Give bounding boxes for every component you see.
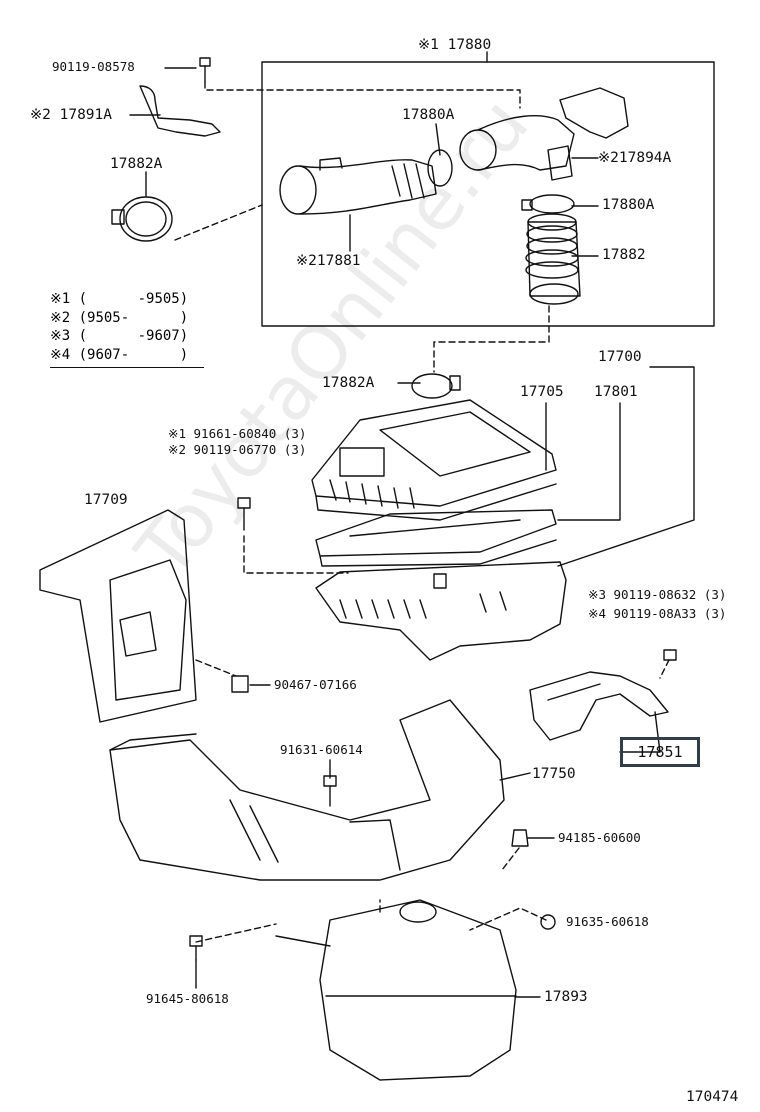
clamp-17880A-right [521, 194, 575, 214]
bolt-90119-08632 [663, 649, 677, 661]
bracket-17891A [139, 85, 221, 137]
legend-row: ※2 (9505- ) [50, 309, 189, 326]
label-91635-60618: 91635-60618 [566, 914, 649, 929]
air-cleaner-case-17700 [315, 561, 567, 661]
hose-17882 [525, 213, 581, 305]
label-17709: 17709 [84, 492, 128, 508]
bolt-91631 [323, 775, 337, 807]
tube-17894A [459, 87, 629, 181]
clamp-17882A-left [119, 196, 173, 242]
bolt-91645 [189, 935, 203, 961]
duct-17709 [39, 509, 197, 723]
label-17882: 17882 [602, 247, 646, 263]
resonator-17893 [275, 899, 517, 1081]
label-90119-06770: ※2 90119-06770 (3) [168, 442, 307, 457]
label-91645-80618: 91645-80618 [146, 991, 229, 1006]
label-17750: 17750 [532, 766, 576, 782]
nut-91635-60618 [540, 914, 556, 930]
bolt-90119-08578 [199, 57, 211, 83]
label-17893: 17893 [544, 989, 588, 1005]
label-94185-60600: 94185-60600 [558, 830, 641, 845]
highlighted-part-17851[interactable]: 17851 [620, 737, 700, 767]
clamp-17880A-top [427, 149, 453, 187]
label-90119-08632: ※3 90119-08632 (3) [588, 587, 727, 602]
label-17882A-top: 17882A [110, 156, 163, 172]
label-17881: ※217881 [296, 253, 361, 269]
label-90119-08578: 90119-08578 [52, 59, 135, 74]
label-17894A: ※217894A [598, 150, 672, 166]
label-17880A-right: 17880A [602, 197, 655, 213]
diagram-number: 170474 [686, 1089, 739, 1105]
air-cleaner-cap-17705 [311, 399, 557, 521]
label-90119-08A33: ※4 90119-08A33 (3) [588, 606, 727, 621]
label-17700: 17700 [598, 349, 642, 365]
label-91661: ※1 91661-60840 (3) [168, 426, 307, 441]
assembly-box-17880 [261, 61, 715, 327]
label-90467-07166: 90467-07166 [274, 677, 357, 692]
bolt-91661 [237, 497, 251, 531]
clamp-17882A-mid [411, 373, 461, 399]
intake-duct-17750 [109, 699, 505, 881]
clip-90467-07166 [231, 675, 249, 693]
label-17880A-top: 17880A [402, 107, 455, 123]
clip-94185-60600 [511, 829, 529, 847]
bracket-17851 [529, 671, 669, 741]
legend-row: ※1 ( -9505) [50, 291, 189, 307]
dashed-leaders [174, 81, 670, 943]
legend-row: ※3 ( -9607) [50, 328, 189, 344]
legend: ※1 ( -9505) ※2 (9505- ) ※3 ( -9607) ※4 (… [50, 290, 188, 364]
label-17801: 17801 [594, 384, 638, 400]
filter-element-17801 [315, 509, 557, 567]
legend-underline [50, 367, 204, 368]
label-17882A-mid: 17882A [322, 375, 375, 391]
label-17891A: ※2 17891A [30, 107, 112, 123]
label-91631-60614: 91631-60614 [280, 742, 363, 757]
label-17705: 17705 [520, 384, 564, 400]
legend-row: ※4 (9607- ) [50, 346, 189, 363]
label-17880: ※1 17880 [418, 37, 492, 53]
hose-17881 [279, 157, 437, 215]
